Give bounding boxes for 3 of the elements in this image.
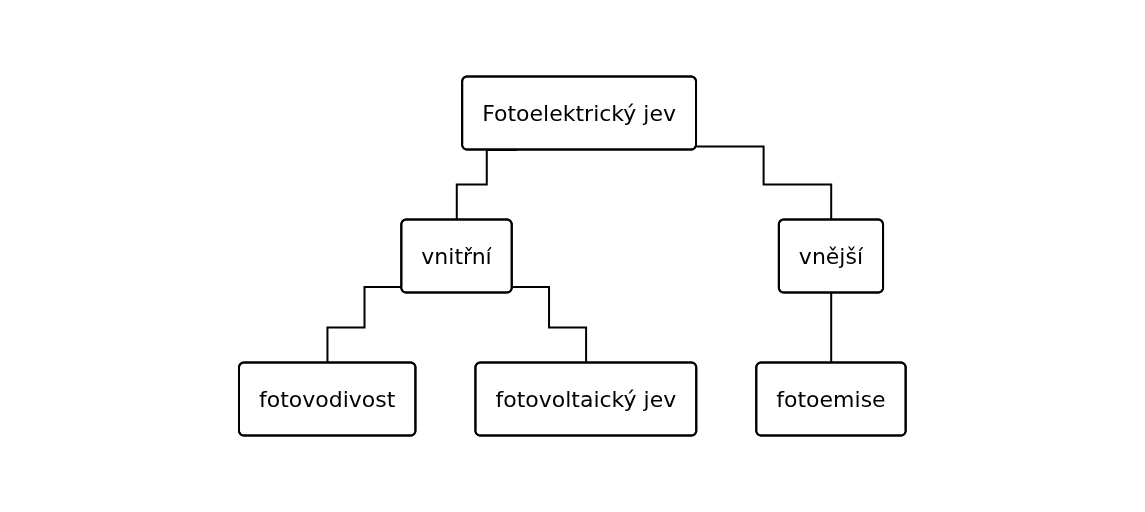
connector bbox=[830, 292, 833, 364]
connector bbox=[511, 286, 588, 364]
connector bbox=[695, 145, 833, 221]
